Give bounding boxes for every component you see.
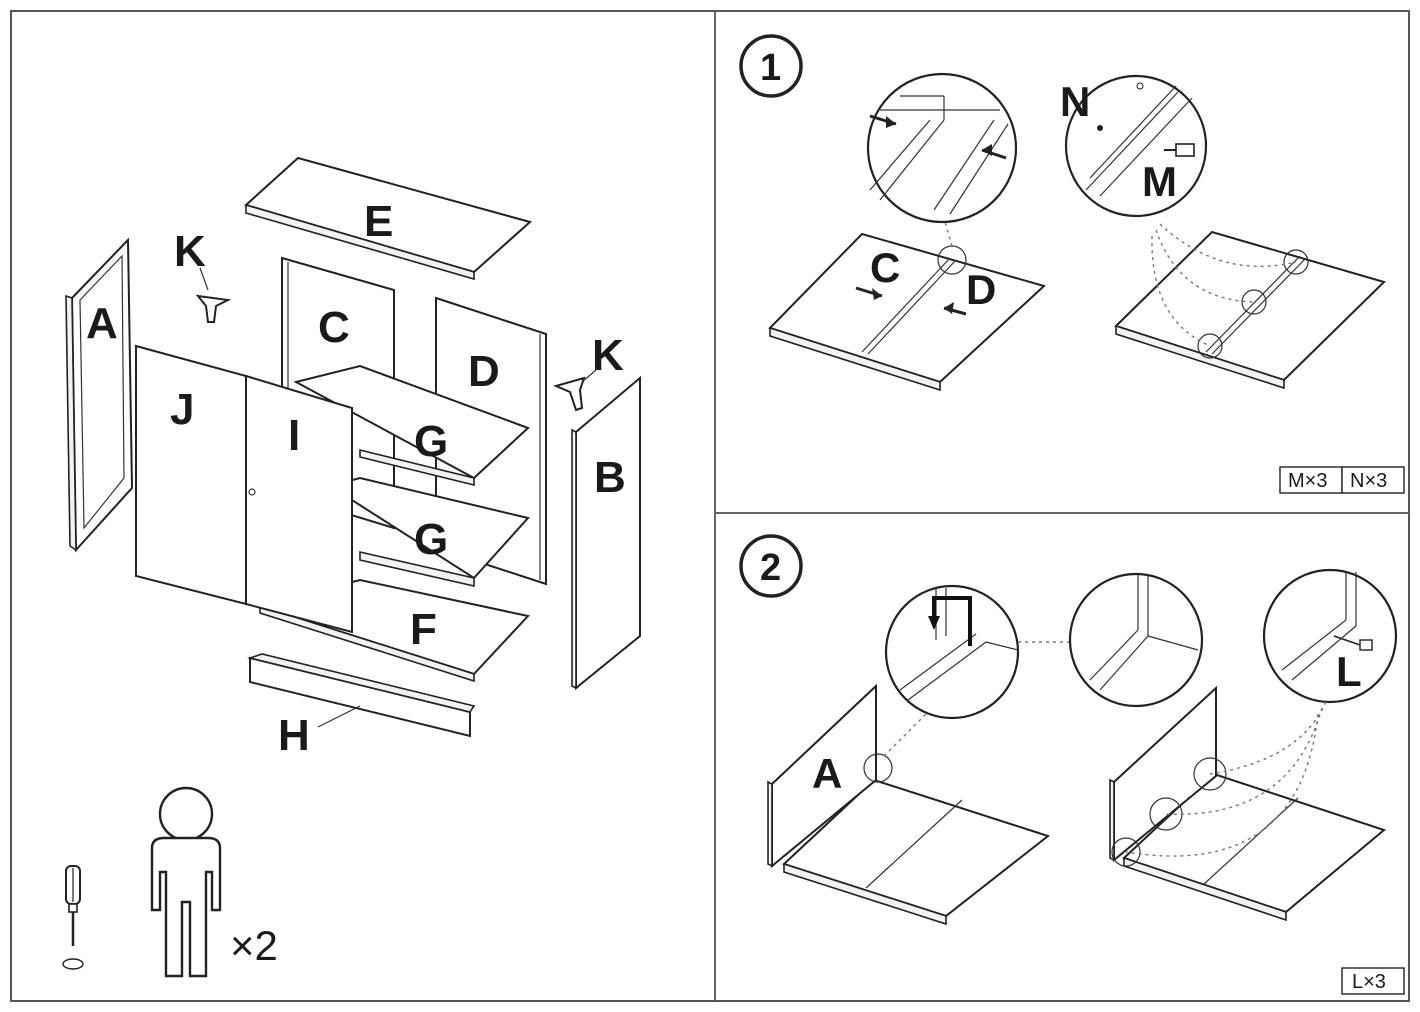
person-icon — [150, 786, 222, 978]
bracket-k-right — [553, 369, 597, 412]
label-g-upper: G — [414, 417, 448, 466]
label-h: H — [278, 711, 310, 760]
door-i — [245, 374, 353, 634]
step-1-screwed-panels — [1114, 223, 1386, 390]
step-1-label-d: D — [966, 266, 996, 313]
label-j: J — [170, 385, 194, 434]
step-2-assembled-side — [1109, 685, 1387, 922]
step-1-label-c: C — [870, 244, 900, 291]
label-i: I — [288, 411, 300, 460]
panel-a — [65, 237, 134, 553]
step-1-label-m: M — [1142, 158, 1177, 205]
step-2-zoom-1 — [883, 584, 1020, 757]
step-1-number: 1 — [760, 47, 781, 89]
step-2-side-panel-a: A — [767, 683, 1051, 926]
step-1-zoom-joint — [866, 72, 1018, 247]
panel-e — [244, 156, 533, 281]
panel-b — [571, 375, 641, 691]
label-k-right: K — [592, 331, 624, 380]
label-b: B — [594, 453, 626, 502]
label-f: F — [410, 605, 437, 654]
label-e: E — [364, 197, 393, 246]
step-2-number: 2 — [760, 547, 781, 589]
step-1: 1 C D — [739, 34, 1405, 494]
label-d: D — [468, 347, 500, 396]
shelf-g-upper — [293, 364, 530, 487]
step-1-zoom-screw: N M — [1060, 74, 1208, 218]
exploded-view: A K E C D K J I G G B F H — [65, 156, 641, 760]
step-2-zoom-3: L — [1262, 568, 1398, 704]
step-2-label-l: L — [1336, 648, 1362, 695]
step-2-zoom-2 — [1068, 572, 1204, 708]
step-1-badge — [739, 34, 803, 98]
bracket-k-left — [195, 267, 232, 323]
step-2-label-a: A — [812, 750, 842, 797]
step-1-hardware: M×3 N×3 — [1279, 466, 1405, 494]
people-count: ×2 — [230, 922, 278, 969]
page-frame — [10, 10, 1410, 1002]
step-1-hardware-n: N×3 — [1350, 470, 1387, 492]
step-2-hardware: L×3 — [1341, 967, 1405, 995]
step-1-hardware-m: M×3 — [1288, 470, 1327, 492]
label-a: A — [86, 299, 118, 348]
label-k-left: K — [174, 227, 206, 276]
step-1-back-panels: C D — [768, 232, 1046, 392]
step-2: 2 A — [739, 534, 1405, 995]
screwdriver-icon — [62, 865, 84, 970]
label-c: C — [318, 303, 350, 352]
step-2-badge — [739, 534, 803, 598]
step-2-hardware-l: L×3 — [1352, 971, 1386, 993]
plinth-h — [247, 653, 476, 738]
step-1-label-n: N — [1060, 78, 1090, 125]
label-g-lower: G — [414, 515, 448, 564]
